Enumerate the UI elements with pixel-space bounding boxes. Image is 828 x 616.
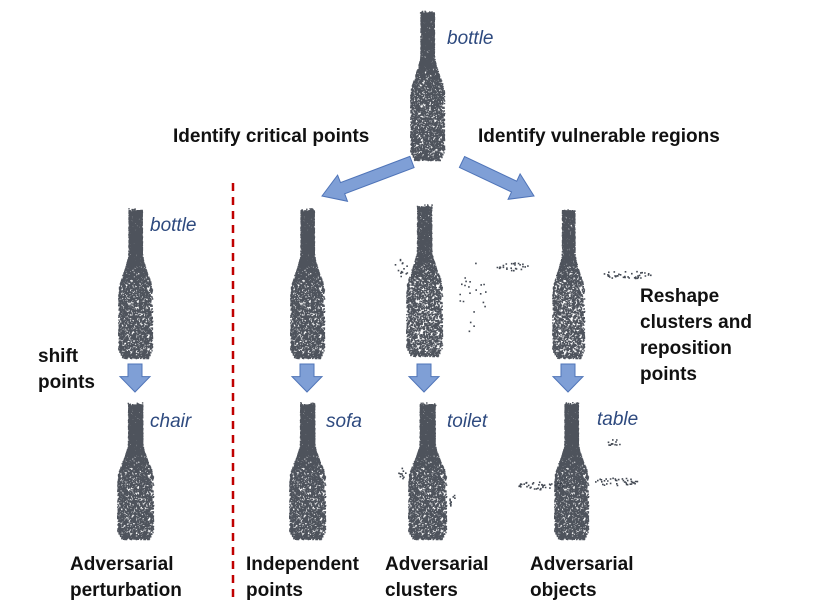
reshape-line-4: points [640,364,697,385]
right-branch-arrow [458,155,535,200]
baseline-caption-line-2: perturbation [70,580,182,601]
baseline-class-before: bottle [150,215,197,236]
baseline-class-after: chair [150,411,192,432]
cluster-points-scatter [459,262,487,333]
reshape-line-3: reposition [640,338,732,359]
object-points-line [603,270,652,280]
toilet-cluster-right [449,494,456,507]
objects-class-after: table [597,409,639,430]
baseline-down-arrow [118,363,152,393]
clusters-caption-line-1: Adversarial [385,554,489,575]
objects-down-arrow [551,363,585,393]
shift-points-label: shift points [38,344,95,396]
identify-critical-points-label: Identify critical points [173,126,370,147]
objects-caption: Adversarial objects [530,552,634,604]
cluster-points-left [394,258,409,278]
objects-adversarial-bottle [554,402,590,541]
clusters-original-bottle [406,204,444,358]
objects-caption-line-2: objects [530,580,597,601]
independent-adversarial-bottle [289,402,327,541]
table-cluster-top [607,439,621,446]
clusters-adversarial-bottle [408,402,448,541]
reshape-line-2: clusters and [640,312,752,333]
toilet-cluster-left [398,467,407,480]
table-cluster-right [595,477,639,487]
reshape-label: Reshape clusters and reposition points [640,284,752,388]
baseline-caption-line-1: Adversarial [70,554,174,575]
independent-caption-line-1: Independent [246,554,359,575]
objects-original-bottle [552,209,586,360]
independent-original-bottle [290,208,326,360]
baseline-adversarial-bottle [117,402,155,541]
source-bottle [410,10,446,162]
independent-caption: Independent points [246,552,359,604]
objects-caption-line-1: Adversarial [530,554,634,575]
baseline-caption: Adversarial perturbation [70,552,182,604]
independent-caption-line-2: points [246,580,303,601]
clusters-class-after: toilet [447,411,488,432]
table-cluster-left [518,481,564,491]
cluster-points-line [496,262,529,272]
independent-class-after: sofa [326,411,362,432]
top-class-label: bottle [447,28,494,49]
independent-down-arrow [290,363,324,393]
left-branch-arrow [321,155,415,202]
baseline-original-bottle [118,208,154,360]
shift-points-line-2: points [38,372,95,393]
shift-points-line-1: shift [38,346,79,367]
reshape-line-1: Reshape [640,286,720,307]
clusters-down-arrow [407,363,441,393]
clusters-caption: Adversarial clusters [385,552,489,604]
clusters-caption-line-2: clusters [385,580,458,601]
identify-vulnerable-regions-label: Identify vulnerable regions [478,126,720,147]
